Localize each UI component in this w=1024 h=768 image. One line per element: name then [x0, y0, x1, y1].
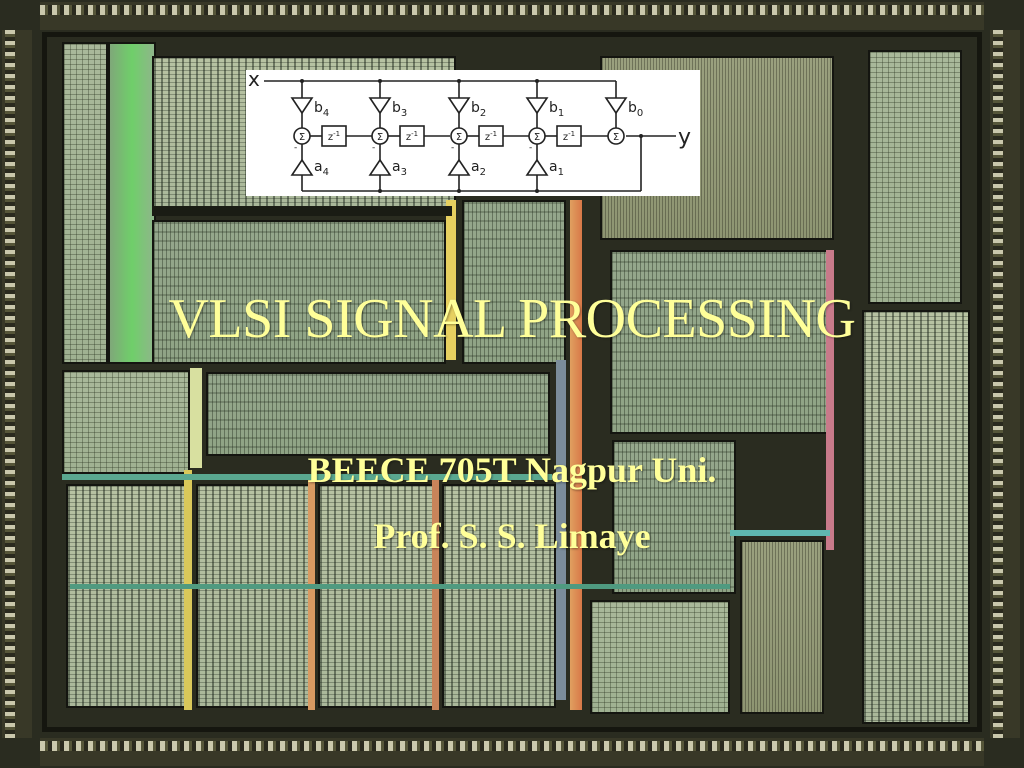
- svg-text:z-1: z-1: [406, 130, 418, 143]
- svg-text:b2: b2: [471, 100, 486, 119]
- author-subtitle: Prof. S. S. Limaye: [373, 516, 651, 556]
- bus-line: [432, 480, 439, 710]
- block: [442, 484, 556, 708]
- bus-line: [70, 584, 730, 589]
- svg-text:Σ: Σ: [534, 132, 540, 143]
- bond-pads-left: [2, 30, 32, 738]
- bus-line: [826, 250, 834, 550]
- block: [196, 484, 310, 708]
- block: [612, 440, 736, 594]
- svg-text:b0: b0: [628, 100, 643, 119]
- svg-text:Σ: Σ: [299, 132, 305, 143]
- input-label: x: [248, 70, 260, 91]
- bus-line: [446, 200, 456, 360]
- svg-text:z-1: z-1: [563, 130, 575, 143]
- svg-text:-: -: [529, 143, 532, 153]
- output-label: y: [678, 125, 691, 150]
- block: [318, 484, 434, 708]
- svg-text:b3: b3: [392, 100, 407, 119]
- bus-line: [184, 470, 192, 710]
- bus-line: [62, 474, 552, 480]
- block: [152, 220, 446, 364]
- bus-line: [152, 206, 452, 216]
- bus-line: [190, 368, 202, 468]
- bond-pads-top: [40, 2, 984, 30]
- slide-title: VLSI SIGNAL PROCESSING: [168, 288, 856, 350]
- block: [868, 50, 962, 304]
- block: [62, 370, 190, 474]
- block: [590, 600, 730, 714]
- svg-text:z-1: z-1: [328, 130, 340, 143]
- svg-text:b4: b4: [314, 100, 329, 119]
- svg-text:a3: a3: [392, 159, 407, 178]
- svg-text:-: -: [294, 143, 297, 153]
- block: [610, 250, 829, 434]
- svg-text:Σ: Σ: [456, 132, 462, 143]
- bond-pads-bottom: [40, 738, 984, 766]
- svg-text:z-1: z-1: [485, 130, 497, 143]
- power-ring: [42, 32, 982, 732]
- block: [740, 540, 824, 714]
- bus-line: [730, 530, 830, 536]
- bond-pads-right: [990, 30, 1020, 738]
- svg-text:a2: a2: [471, 159, 486, 178]
- svg-text:-: -: [451, 143, 454, 153]
- iir-filter-diagram: x y b4 b3 b2 b1 b0 a4 a3 a2 a1 Σ Σ Σ Σ Σ z-1…: [246, 70, 700, 196]
- bus-line: [556, 360, 566, 700]
- bus-line: [570, 200, 582, 710]
- svg-text:a1: a1: [549, 159, 564, 178]
- block: [462, 200, 566, 364]
- block: [66, 484, 186, 708]
- bus-line: [308, 480, 315, 710]
- iir-filter-svg: x y b4 b3 b2 b1 b0 a4 a3 a2 a1 Σ Σ Σ Σ Σ z-1…: [248, 70, 691, 193]
- block: [62, 42, 108, 364]
- block: [862, 310, 970, 724]
- svg-text:-: -: [372, 143, 375, 153]
- svg-text:b1: b1: [549, 100, 564, 119]
- course-subtitle: BEECE 705T Nagpur Uni.: [307, 450, 717, 490]
- svg-text:a4: a4: [314, 159, 329, 178]
- svg-text:Σ: Σ: [613, 132, 619, 143]
- block: [206, 372, 550, 456]
- svg-text:Σ: Σ: [377, 132, 383, 143]
